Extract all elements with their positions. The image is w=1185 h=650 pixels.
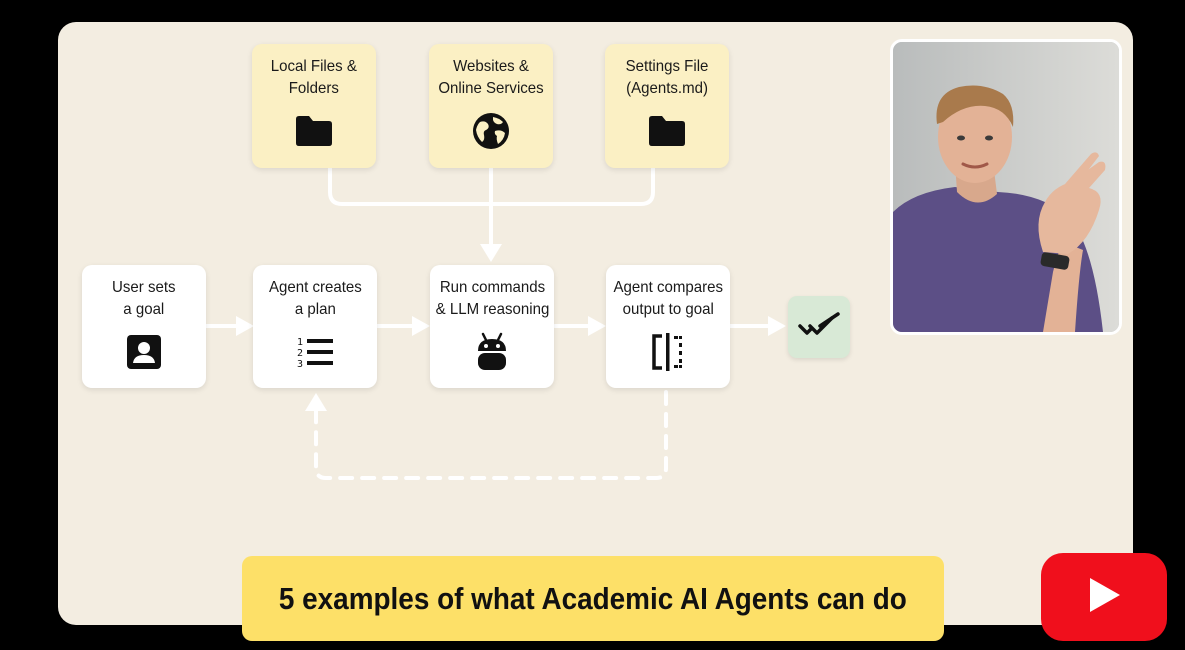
arrowhead-merge (480, 244, 502, 262)
video-caption: 5 examples of what Academic AI Agents ca… (242, 556, 944, 641)
arrowhead-feedback (305, 393, 327, 411)
youtube-play-icon (1084, 575, 1124, 620)
node-label: Settings File (Agents.md) (625, 58, 709, 97)
arrowhead-goal-plan (236, 316, 254, 336)
node-label: User sets a goal (112, 279, 176, 318)
double-check-icon (798, 311, 840, 343)
youtube-play-button[interactable] (1041, 553, 1167, 641)
source-settings-file: Settings File (Agents.md) (605, 44, 729, 168)
node-label: Local Files & Folders (270, 58, 358, 97)
source-websites: Websites & Online Services (429, 44, 553, 168)
step-run-commands: Run commands & LLM reasoning (430, 265, 554, 388)
step-agent-compares: Agent compares output to goal (606, 265, 730, 388)
presenter-image (893, 42, 1119, 332)
arrowhead-compare-done (768, 316, 786, 336)
source-local-files: Local Files & Folders (252, 44, 376, 168)
caption-text: 5 examples of what Academic AI Agents ca… (279, 580, 907, 616)
connector-local-files (328, 166, 493, 206)
android-robot-icon (472, 332, 512, 371)
connector-settings (489, 166, 655, 206)
arrowhead-plan-run (412, 316, 430, 336)
globe-icon (471, 112, 511, 150)
step-user-sets-goal: User sets a goal (82, 265, 206, 388)
numbered-list-icon: 1 2 3 (295, 333, 335, 371)
folder-icon (294, 112, 334, 150)
contact-card-icon (124, 333, 164, 371)
folder-icon (647, 112, 687, 150)
compare-icon (648, 333, 688, 371)
node-label: Agent creates a plan (268, 279, 362, 318)
svg-text:2: 2 (297, 348, 303, 359)
arrowhead-run-compare (588, 316, 606, 336)
node-label: Agent compares output to goal (613, 279, 723, 318)
node-label: Run commands & LLM reasoning (435, 279, 549, 318)
connector-feedback-loop (314, 390, 668, 480)
node-label: Websites & Online Services (438, 58, 544, 97)
svg-text:1: 1 (297, 337, 303, 348)
step-agent-creates-plan: Agent creates a plan 1 2 3 (253, 265, 377, 388)
goal-achieved-box (788, 296, 850, 358)
presenter-webcam (890, 39, 1122, 335)
svg-text:3: 3 (297, 359, 303, 370)
